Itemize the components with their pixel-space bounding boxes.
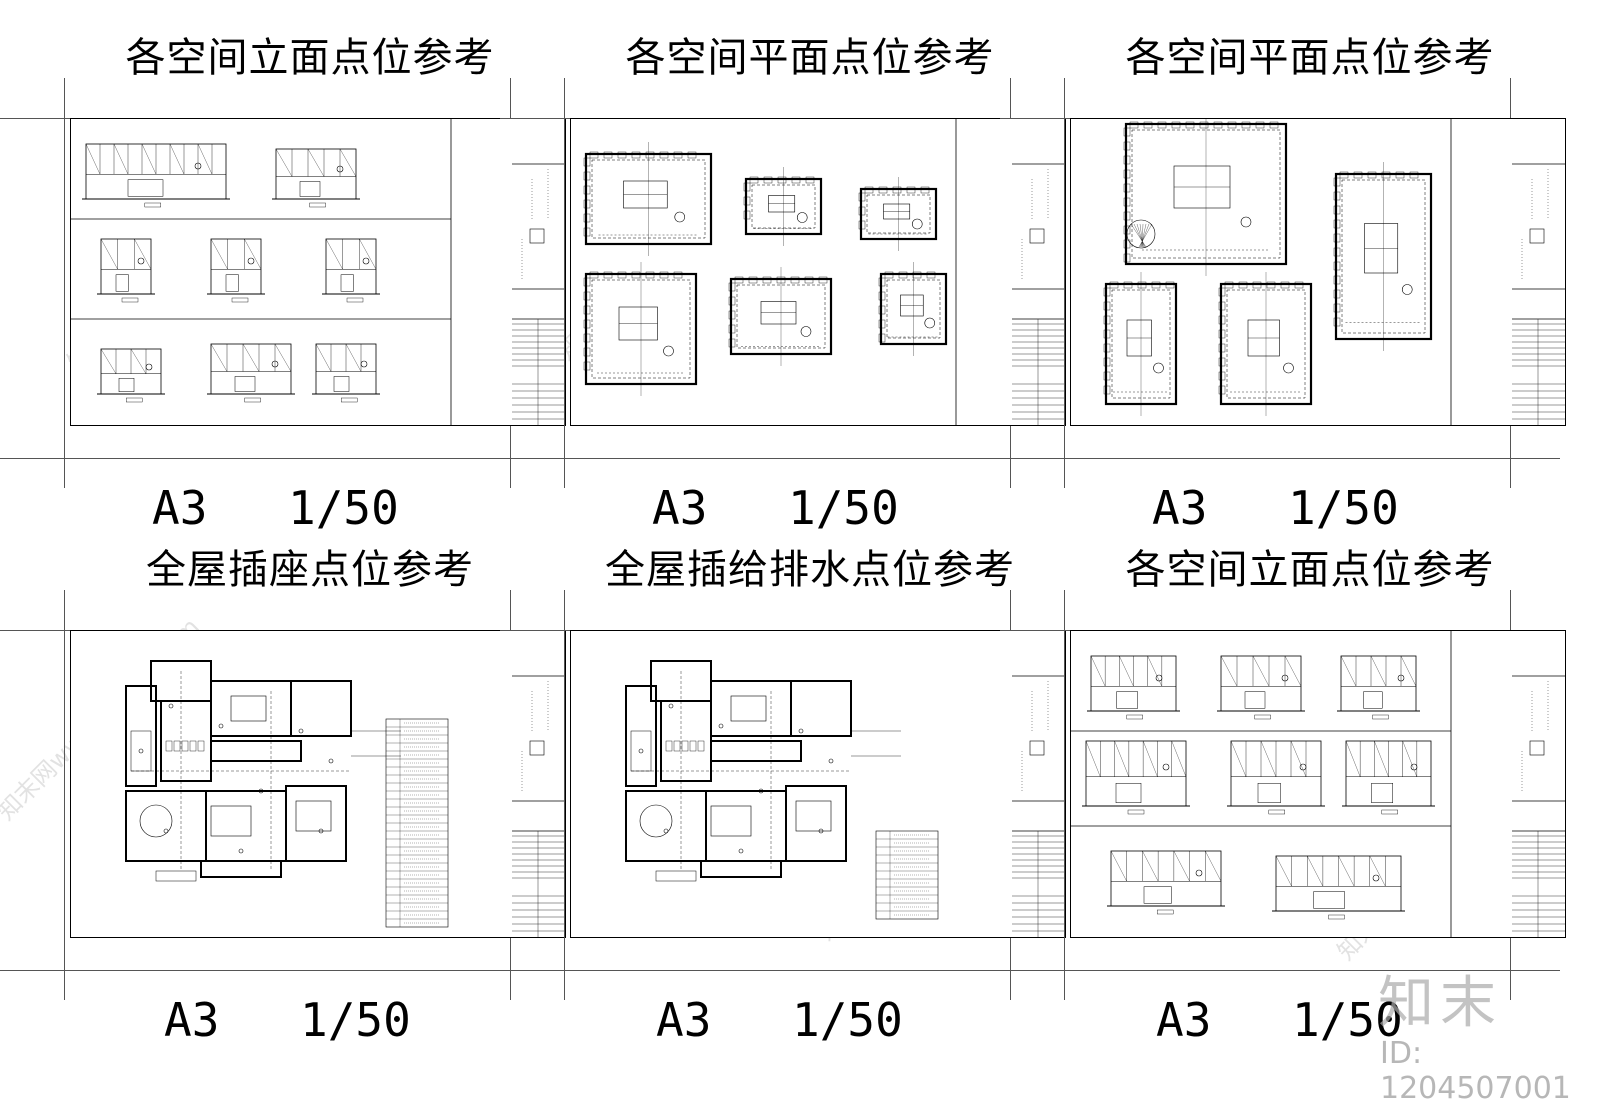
panel-title: 各空间立面点位参考	[125, 35, 495, 81]
panel-title: 全屋插给排水点位参考	[605, 547, 1015, 593]
drawing-sheet	[1070, 118, 1514, 426]
drawing-scale: 1/50	[288, 481, 399, 535]
drawing-panel: 各空间平面点位参考 A3 1/50	[1000, 35, 1566, 598]
panel-title: 各空间平面点位参考	[625, 35, 995, 81]
paper-size: A3	[152, 481, 208, 535]
drawing-scale: 1/50	[1292, 993, 1403, 1047]
drawing-panel: 全屋插座点位参考 A3 1/50	[0, 547, 566, 1110]
drawing-panel: 各空间立面点位参考 A3 1/50	[0, 35, 566, 598]
drawing-scale: 1/50	[1288, 481, 1399, 535]
title-block	[512, 118, 566, 426]
drawing-sheet	[70, 630, 514, 938]
drawing-scale: 1/50	[788, 481, 899, 535]
panel-title: 各空间平面点位参考	[1125, 35, 1495, 81]
drawing-panel: 各空间立面点位参考 A3 1/50	[1000, 547, 1566, 1110]
title-block	[512, 630, 566, 938]
watermark-id: ID: 1204507001	[1380, 1036, 1571, 1106]
drawing-sheet	[570, 630, 1014, 938]
paper-size: A3	[1156, 993, 1212, 1047]
title-block	[1012, 118, 1066, 426]
drawing-scale: 1/50	[300, 993, 411, 1047]
drawing-content	[1071, 631, 1452, 937]
paper-size: A3	[656, 993, 712, 1047]
drawing-panel: 全屋插给排水点位参考 A3 1/50	[500, 547, 1066, 1110]
drawing-content	[1103, 119, 1452, 425]
paper-size: A3	[1152, 481, 1208, 535]
title-block	[1512, 630, 1566, 938]
panel-title: 全屋插座点位参考	[146, 547, 474, 593]
drawing-content	[583, 119, 957, 425]
title-block	[1512, 118, 1566, 426]
watermark-logo: 知末	[1378, 971, 1502, 1036]
paper-size: A3	[652, 481, 708, 535]
panel-title: 各空间立面点位参考	[1125, 547, 1495, 593]
title-block	[1012, 630, 1066, 938]
drawing-content	[125, 660, 449, 928]
drawing-content	[625, 660, 939, 920]
drawing-content	[71, 119, 452, 425]
drawing-panel: 各空间平面点位参考 A3 1/50	[500, 35, 1066, 598]
drawing-scale: 1/50	[792, 993, 903, 1047]
drawing-sheet	[70, 118, 514, 426]
paper-size: A3	[164, 993, 220, 1047]
drawing-sheet	[1070, 630, 1514, 938]
drawing-sheet	[570, 118, 1014, 426]
